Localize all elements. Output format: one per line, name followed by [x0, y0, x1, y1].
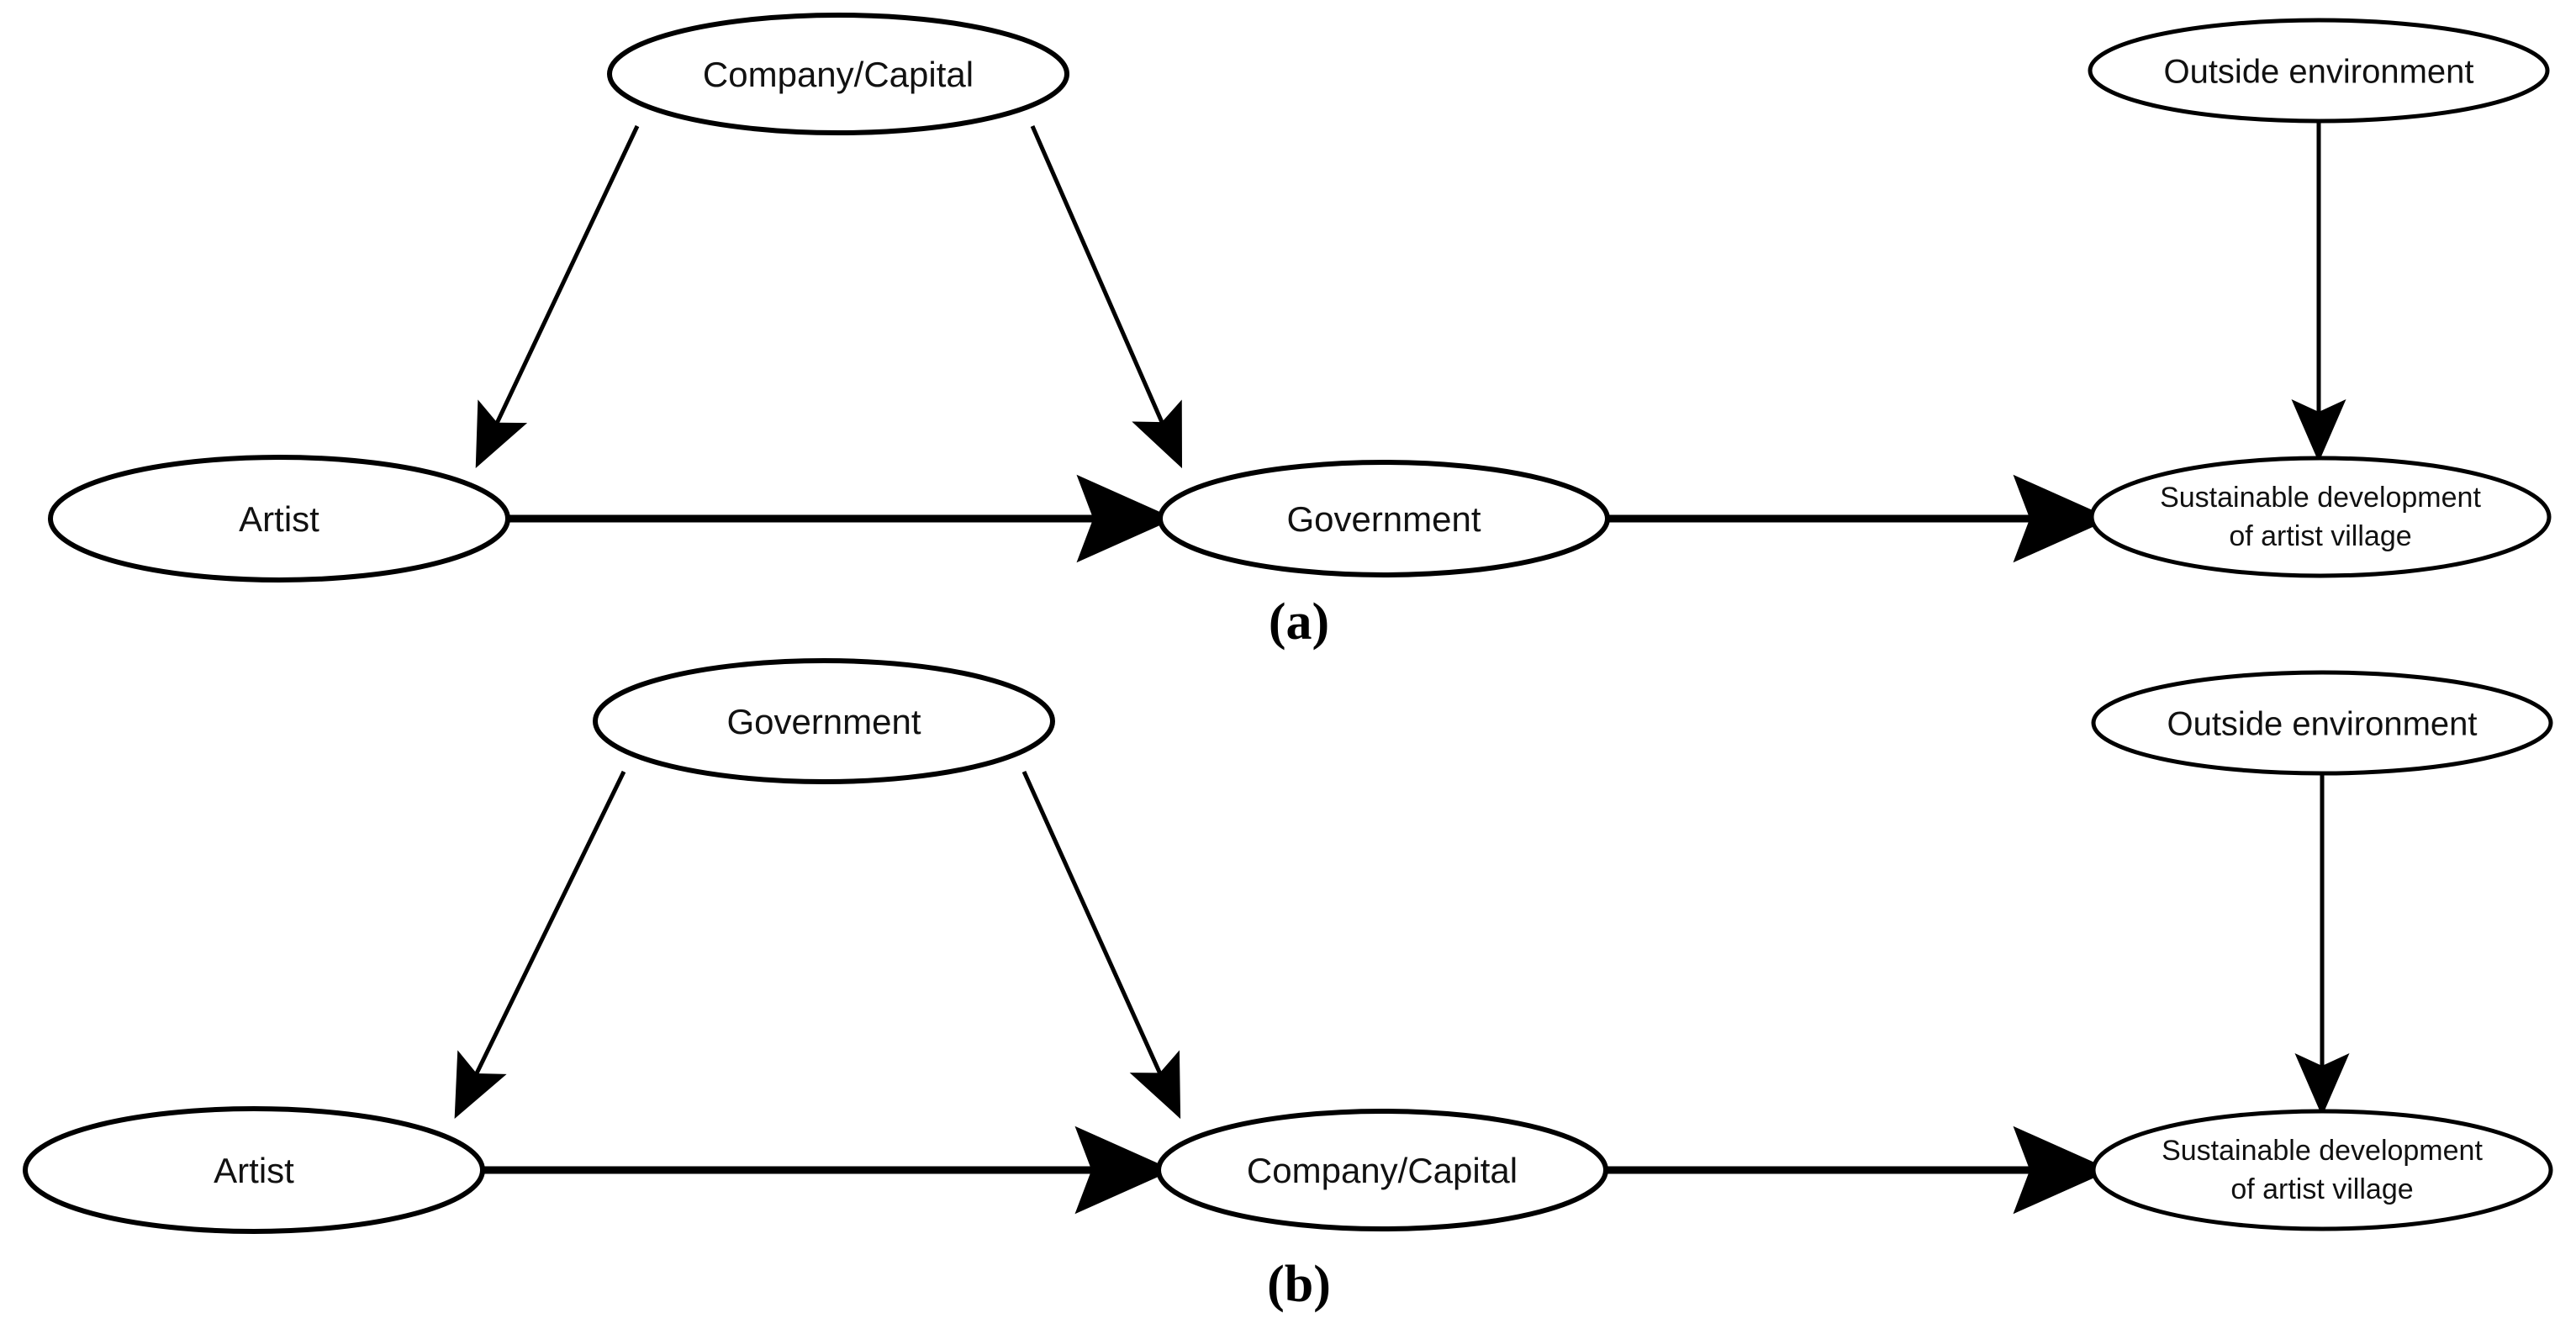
edge-government-to-company — [1021, 770, 1181, 1120]
node-government-a[interactable]: Government — [1158, 460, 1610, 577]
node-label-company-capital: Company/Capital — [703, 55, 974, 94]
node-shape-ellipse — [607, 13, 1069, 135]
node-label-artist: Artist — [239, 499, 319, 539]
node-company-capital-b[interactable]: Company/Capital — [1156, 1109, 1608, 1231]
node-shape-ellipse — [2089, 456, 2552, 578]
node-outside-environment-a[interactable]: Outside environment — [2088, 18, 2550, 124]
node-shape-ellipse — [2088, 18, 2550, 124]
panel-b: Government Artist Company/Capital Outsid… — [23, 658, 2553, 1313]
node-shape-ellipse — [23, 1106, 485, 1234]
edge-company-to-government — [1030, 124, 1183, 469]
node-label-outcome-line2: of artist village — [2230, 1173, 2413, 1205]
node-artist-a[interactable]: Artist — [48, 455, 510, 583]
node-government-b[interactable]: Government — [593, 658, 1055, 784]
node-label-outcome-line2: of artist village — [2229, 520, 2411, 552]
panel-a-edges — [475, 119, 2346, 563]
node-shape-ellipse — [1156, 1109, 1608, 1231]
node-artist-b[interactable]: Artist — [23, 1106, 485, 1234]
edge-government-to-artist — [454, 770, 626, 1119]
node-label-outside-environment: Outside environment — [2163, 54, 2473, 91]
node-company-capital-a[interactable]: Company/Capital — [607, 13, 1069, 135]
panel-caption-a: (a) — [1269, 593, 1329, 651]
node-shape-ellipse — [2091, 1109, 2553, 1231]
node-label-government: Government — [1286, 499, 1481, 539]
node-label-outcome-line1: Sustainable development — [2162, 1135, 2483, 1167]
edge-company-to-artist — [475, 124, 640, 469]
node-label-artist: Artist — [214, 1151, 294, 1190]
node-label-outcome-line1: Sustainable development — [2160, 482, 2481, 514]
node-outcome-b[interactable]: Sustainable development of artist villag… — [2091, 1109, 2553, 1231]
panel-caption-b: (b) — [1267, 1256, 1331, 1313]
node-outside-environment-b[interactable]: Outside environment — [2091, 670, 2553, 776]
node-label-government: Government — [726, 702, 921, 741]
panel-a: Company/Capital Artist Government Outsid… — [48, 13, 2552, 651]
node-shape-ellipse — [2091, 670, 2553, 776]
node-outcome-a[interactable]: Sustainable development of artist villag… — [2089, 456, 2552, 578]
node-label-outside-environment: Outside environment — [2167, 706, 2477, 743]
node-label-company-capital: Company/Capital — [1247, 1151, 1518, 1190]
node-shape-ellipse — [593, 658, 1055, 784]
node-shape-ellipse — [48, 455, 510, 583]
panel-b-edges — [454, 770, 2350, 1215]
node-shape-ellipse — [1158, 460, 1610, 577]
